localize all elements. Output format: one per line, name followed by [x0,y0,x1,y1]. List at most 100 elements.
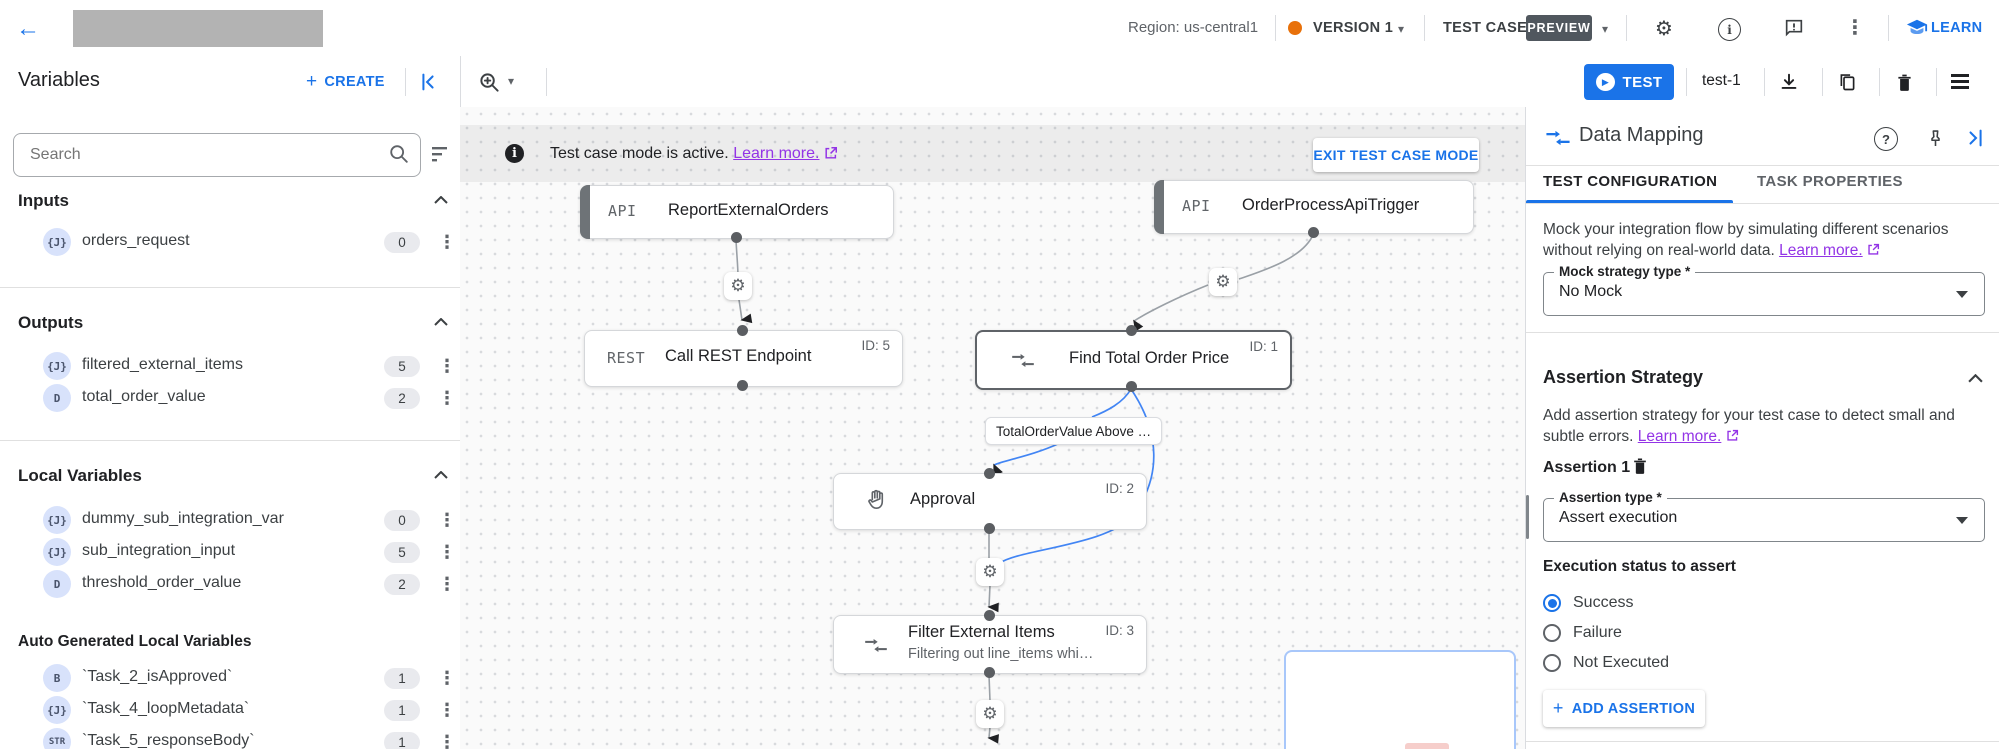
settings-gear-icon[interactable]: ⚙ [1655,18,1673,40]
variable-row[interactable]: {J} orders_request 0 ⋮ [0,226,460,258]
mock-strategy-select[interactable]: Mock strategy type * No Mock [1543,264,1985,316]
assertion-delete-trash-icon[interactable] [1629,455,1651,477]
data-mapping-panel: Data Mapping ? TEST CONFIGURATION TASK P… [1525,107,1999,749]
variable-row[interactable]: {J} dummy_sub_integration_var 0 ⋮ [0,504,460,536]
section-local-variables-header: Local Variables [18,466,142,485]
add-assertion-button[interactable]: + ADD ASSERTION [1543,690,1705,727]
tab-test-configuration[interactable]: TEST CONFIGURATION [1543,173,1718,190]
hand-approval-icon [863,487,889,518]
flow-canvas[interactable]: i Test case mode is active. Learn more. … [460,107,1525,749]
assertion-description-text: Add assertion strategy for your test cas… [1543,407,1955,445]
download-icon[interactable] [1777,70,1801,94]
collapse-panel-icon[interactable] [1964,126,1988,150]
node-call-rest-endpoint[interactable]: REST Call REST Endpoint ID: 5 [584,330,903,387]
create-button[interactable]: + CREATE [306,71,385,92]
feedback-icon[interactable] [1783,17,1805,39]
row-kebab-icon[interactable]: ⋮ [438,700,456,720]
zoom-caret-icon[interactable]: ▾ [508,74,515,88]
node-tag: REST [607,349,646,367]
row-kebab-icon[interactable]: ⋮ [438,232,456,252]
mock-description-text: Mock your integration flow by simulating… [1543,221,1949,259]
menu-list-icon[interactable] [1950,72,1972,92]
row-kebab-icon[interactable]: ⋮ [438,510,456,530]
section-inputs-header: Inputs [18,191,69,210]
info-icon[interactable]: i [1718,18,1741,41]
variable-row[interactable]: STR `Task_5_responseBody` 1 ⋮ [0,726,460,749]
assertion-type-select[interactable]: Assertion type * Assert execution [1543,490,1985,542]
outputs-collapse-chevron-icon[interactable] [432,315,450,329]
type-badge-json: {J} [43,696,71,724]
type-badge-double: D [43,384,71,412]
node-tag: API [1182,197,1211,215]
variable-row[interactable]: {J} sub_integration_input 5 ⋮ [0,536,460,568]
node-order-process-api-trigger[interactable]: API OrderProcessApiTrigger [1154,180,1474,234]
learn-link[interactable]: LEARN [1931,20,1983,36]
variable-row[interactable]: D threshold_order_value 2 ⋮ [0,568,460,600]
edge-gear-icon[interactable]: ⚙ [976,700,1004,728]
assertion-type-label: Assertion type * [1554,490,1667,505]
edge-gear-icon[interactable]: ⚙ [976,558,1004,586]
variables-toolbar: Variables + CREATE ▾ ▶ TEST test-1 [0,56,1999,108]
variable-row[interactable]: D total_order_value 2 ⋮ [0,382,460,414]
zoom-icon[interactable] [476,69,502,95]
edge-gear-icon[interactable]: ⚙ [724,272,752,300]
row-kebab-icon[interactable]: ⋮ [438,388,456,408]
copy-icon[interactable] [1835,70,1859,94]
node-id-label: ID: 2 [1105,481,1134,496]
node-approval[interactable]: Approval ID: 2 [833,473,1147,530]
edge-condition-label[interactable]: TotalOrderValue Above … [985,417,1163,445]
type-badge-string: STR [43,728,71,749]
exit-test-case-mode-button[interactable]: EXIT TEST CASE MODE [1313,138,1479,172]
row-kebab-icon[interactable]: ⋮ [438,542,456,562]
external-link-icon [1868,243,1880,255]
radio-not-executed[interactable] [1543,654,1561,672]
variable-row[interactable]: {J} filtered_external_items 5 ⋮ [0,350,460,382]
test-case-caret-icon[interactable]: ▾ [1602,22,1609,36]
mock-strategy-value: No Mock [1559,283,1623,300]
test-mode-banner: i Test case mode is active. Learn more. … [460,125,1525,182]
delete-trash-icon[interactable] [1892,70,1916,94]
collapse-sidebar-icon[interactable] [415,70,441,94]
variable-row[interactable]: {J} `Task_4_loopMetadata` 1 ⋮ [0,694,460,726]
banner-message: Test case mode is active. Learn more. [550,145,838,163]
node-report-external-orders[interactable]: API ReportExternalOrders [580,185,894,239]
radio-success-label[interactable]: Success [1573,594,1634,611]
radio-failure[interactable] [1543,624,1561,642]
help-icon[interactable]: ? [1874,127,1898,151]
version-label[interactable]: VERSION 1 [1313,20,1394,36]
edge-gear-icon[interactable]: ⚙ [1209,268,1237,296]
radio-not-executed-label[interactable]: Not Executed [1573,654,1670,671]
node-title: OrderProcessApiTrigger [1242,196,1420,214]
banner-info-icon: i [505,144,524,163]
assertion-learn-more-link[interactable]: Learn more. [1637,428,1722,445]
back-arrow-icon[interactable]: ← [16,15,40,42]
test-button[interactable]: ▶ TEST [1584,64,1674,100]
sub-flow-preview-box[interactable] [1284,650,1516,749]
search-input[interactable] [28,134,382,176]
row-kebab-icon[interactable]: ⋮ [438,356,456,376]
radio-success[interactable] [1543,594,1561,612]
panel-scrollbar-thumb[interactable] [1526,495,1529,539]
sort-icon[interactable] [432,144,452,164]
type-badge-json: {J} [43,352,71,380]
pin-icon[interactable] [1923,126,1947,150]
variable-name: `Task_5_responseBody` [82,732,255,749]
radio-failure-label[interactable]: Failure [1573,624,1622,641]
assertion-collapse-chevron-icon[interactable] [1966,371,1984,385]
external-link-icon [825,147,837,159]
row-kebab-icon[interactable]: ⋮ [438,574,456,594]
locals-collapse-chevron-icon[interactable] [432,468,450,482]
usage-count-badge: 2 [384,574,420,595]
version-caret-icon[interactable]: ▾ [1398,22,1405,36]
mock-learn-more-link[interactable]: Learn more. [1779,242,1863,259]
node-filter-external-items[interactable]: Filter External Items Filtering out line… [833,615,1147,674]
more-options-kebab-icon[interactable]: ⋮ [1845,17,1865,39]
variable-row[interactable]: B `Task_2_isApproved` 1 ⋮ [0,662,460,694]
test-case-name[interactable]: test-1 [1702,72,1741,89]
usage-count-badge: 5 [384,542,420,563]
row-kebab-icon[interactable]: ⋮ [438,668,456,688]
row-kebab-icon[interactable]: ⋮ [438,732,456,749]
inputs-collapse-chevron-icon[interactable] [432,193,450,207]
banner-learn-more-link[interactable]: Learn more. [733,145,820,162]
tab-task-properties[interactable]: TASK PROPERTIES [1757,173,1903,190]
